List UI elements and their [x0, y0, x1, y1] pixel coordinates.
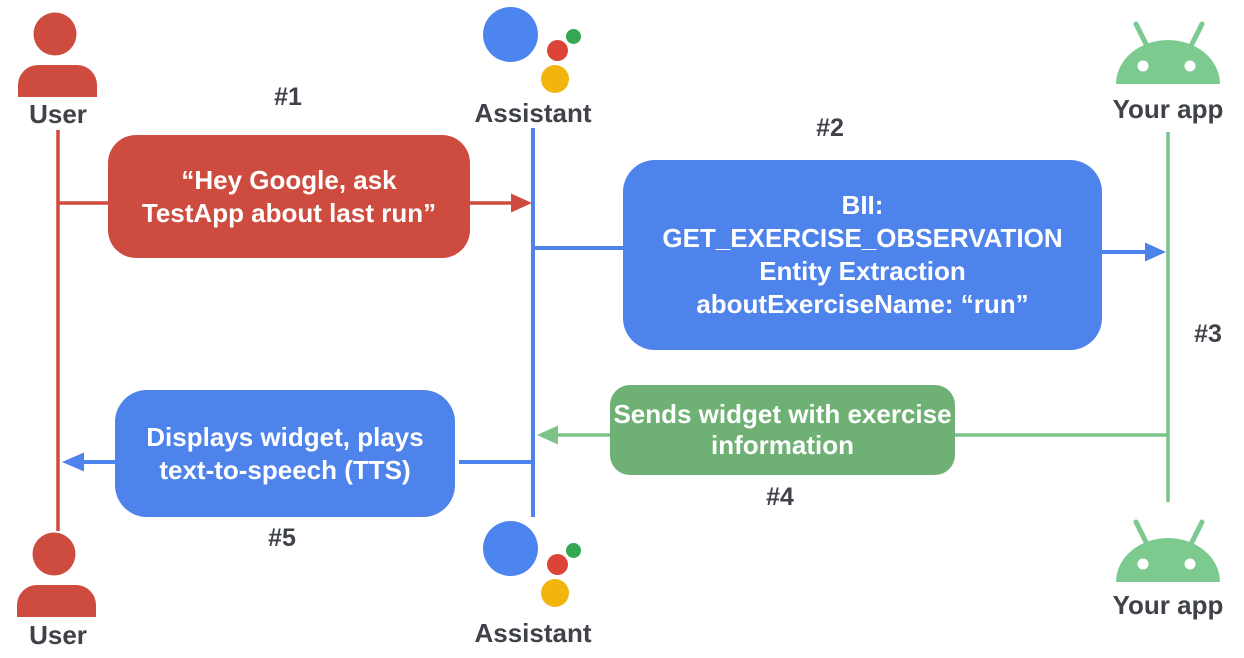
message-2-arrowhead — [1145, 242, 1166, 262]
assistant-logo-icon — [483, 521, 581, 607]
actor-label-yourapp-top: Your app — [1112, 94, 1224, 124]
message-1-arrowhead — [511, 193, 532, 213]
actor-label-user-top: User — [29, 99, 87, 129]
message-2-line: BII: — [841, 190, 884, 220]
step-label-2: #2 — [816, 114, 844, 142]
message-4-arrowhead — [537, 425, 558, 445]
android-icon — [1116, 519, 1220, 582]
step-label-4: #4 — [766, 483, 794, 511]
step-label-3: #3 — [1194, 320, 1222, 348]
message-2-line: aboutExerciseName: “run” — [696, 289, 1029, 319]
message-5-arrowhead — [62, 452, 84, 472]
message-5-line: text-to-speech (TTS) — [159, 454, 411, 485]
actor-label-user-bottom: User — [29, 620, 87, 650]
step-label-5: #5 — [268, 524, 296, 552]
person-icon — [18, 12, 97, 97]
android-icon — [1116, 21, 1220, 84]
person-icon — [17, 532, 96, 617]
message-5-line: Displays widget, plays — [146, 421, 424, 452]
message-box-5: Displays widget, plays text-to-speech (T… — [115, 390, 455, 517]
message-box-4: Sends widget with exercise information — [610, 385, 955, 475]
step-label-1: #1 — [274, 83, 302, 111]
actor-label-assistant-bottom: Assistant — [474, 618, 592, 648]
message-2-line: GET_EXERCISE_OBSERVATION — [662, 223, 1063, 253]
message-4-line: information — [711, 430, 854, 460]
message-2-line: Entity Extraction — [759, 256, 966, 286]
message-1-line: TestApp about last run” — [141, 197, 437, 228]
message-1-line: “Hey Google, ask — [181, 164, 397, 195]
assistant-logo-icon — [483, 7, 581, 93]
message-box-1: “Hey Google, ask TestApp about last run” — [108, 135, 470, 258]
actor-label-assistant-top: Assistant — [474, 98, 592, 128]
actor-label-yourapp-bottom: Your app — [1112, 590, 1224, 620]
message-box-2: BII: GET_EXERCISE_OBSERVATION Entity Ext… — [623, 160, 1102, 350]
message-4-line: Sends widget with exercise — [613, 399, 952, 429]
